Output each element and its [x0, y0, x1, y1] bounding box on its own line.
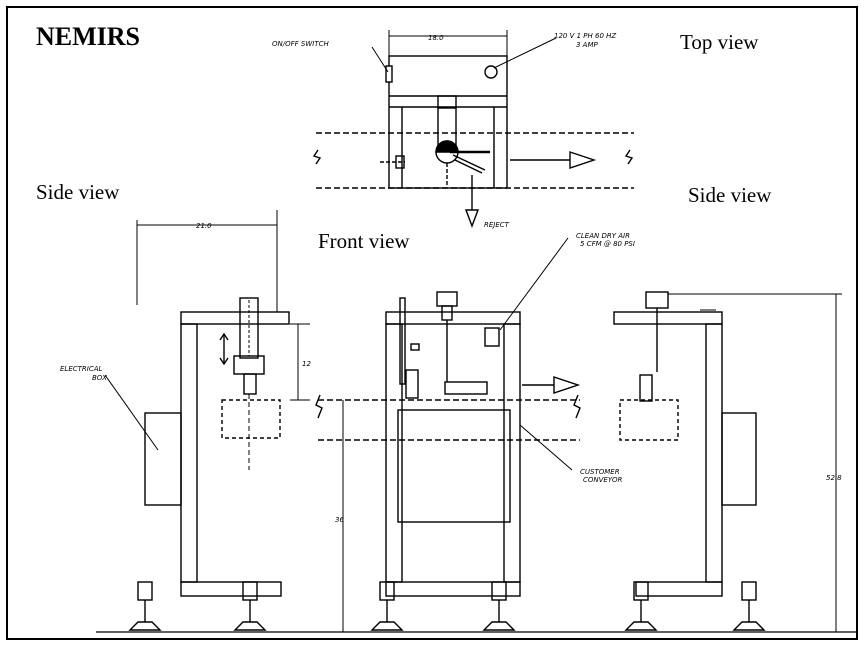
sheet-border: [6, 6, 858, 640]
side-view-right-label: Side view: [688, 183, 772, 207]
right-side-view-drawing: [613, 291, 842, 632]
conveyor-height-dimension: [315, 394, 581, 632]
label-power-line2: 3 AMP: [576, 41, 599, 49]
label-electrical-line1: ELECTRICAL: [60, 365, 103, 373]
label-customer-line1: CUSTOMER: [580, 468, 620, 476]
label-electrical-line2: BOX: [92, 374, 107, 382]
dim-side-width: 21.0: [196, 222, 212, 230]
dim-overall-height: 52.8: [826, 474, 842, 482]
top-view-drawing: [312, 30, 634, 228]
label-on-off-switch: ON/OFF SWITCH: [272, 40, 329, 48]
front-view-label: Front view: [318, 229, 410, 253]
front-view-drawing: [370, 237, 581, 631]
label-customer-line2: CONVEYOR: [583, 476, 623, 484]
cad-annotations: 18.0 ON/OFF SWITCH 120 V 1 PH 60 HZ 3 AM…: [60, 32, 842, 524]
label-air-line2: 5 CFM @ 80 PSI: [580, 240, 635, 248]
top-view-label: Top view: [680, 30, 759, 54]
label-power-line1: 120 V 1 PH 60 HZ: [554, 32, 616, 40]
side-view-left-label: Side view: [36, 180, 120, 204]
page-title: NEMIRS: [36, 22, 141, 51]
dim-conveyor-height: 36: [335, 516, 344, 524]
dim-cylinder-travel: 12: [302, 360, 311, 368]
left-side-view-drawing: [104, 210, 310, 631]
label-air-line1: CLEAN DRY AIR: [576, 232, 630, 240]
label-reject: REJECT: [484, 221, 510, 229]
dim-top-width: 18.0: [428, 34, 444, 42]
